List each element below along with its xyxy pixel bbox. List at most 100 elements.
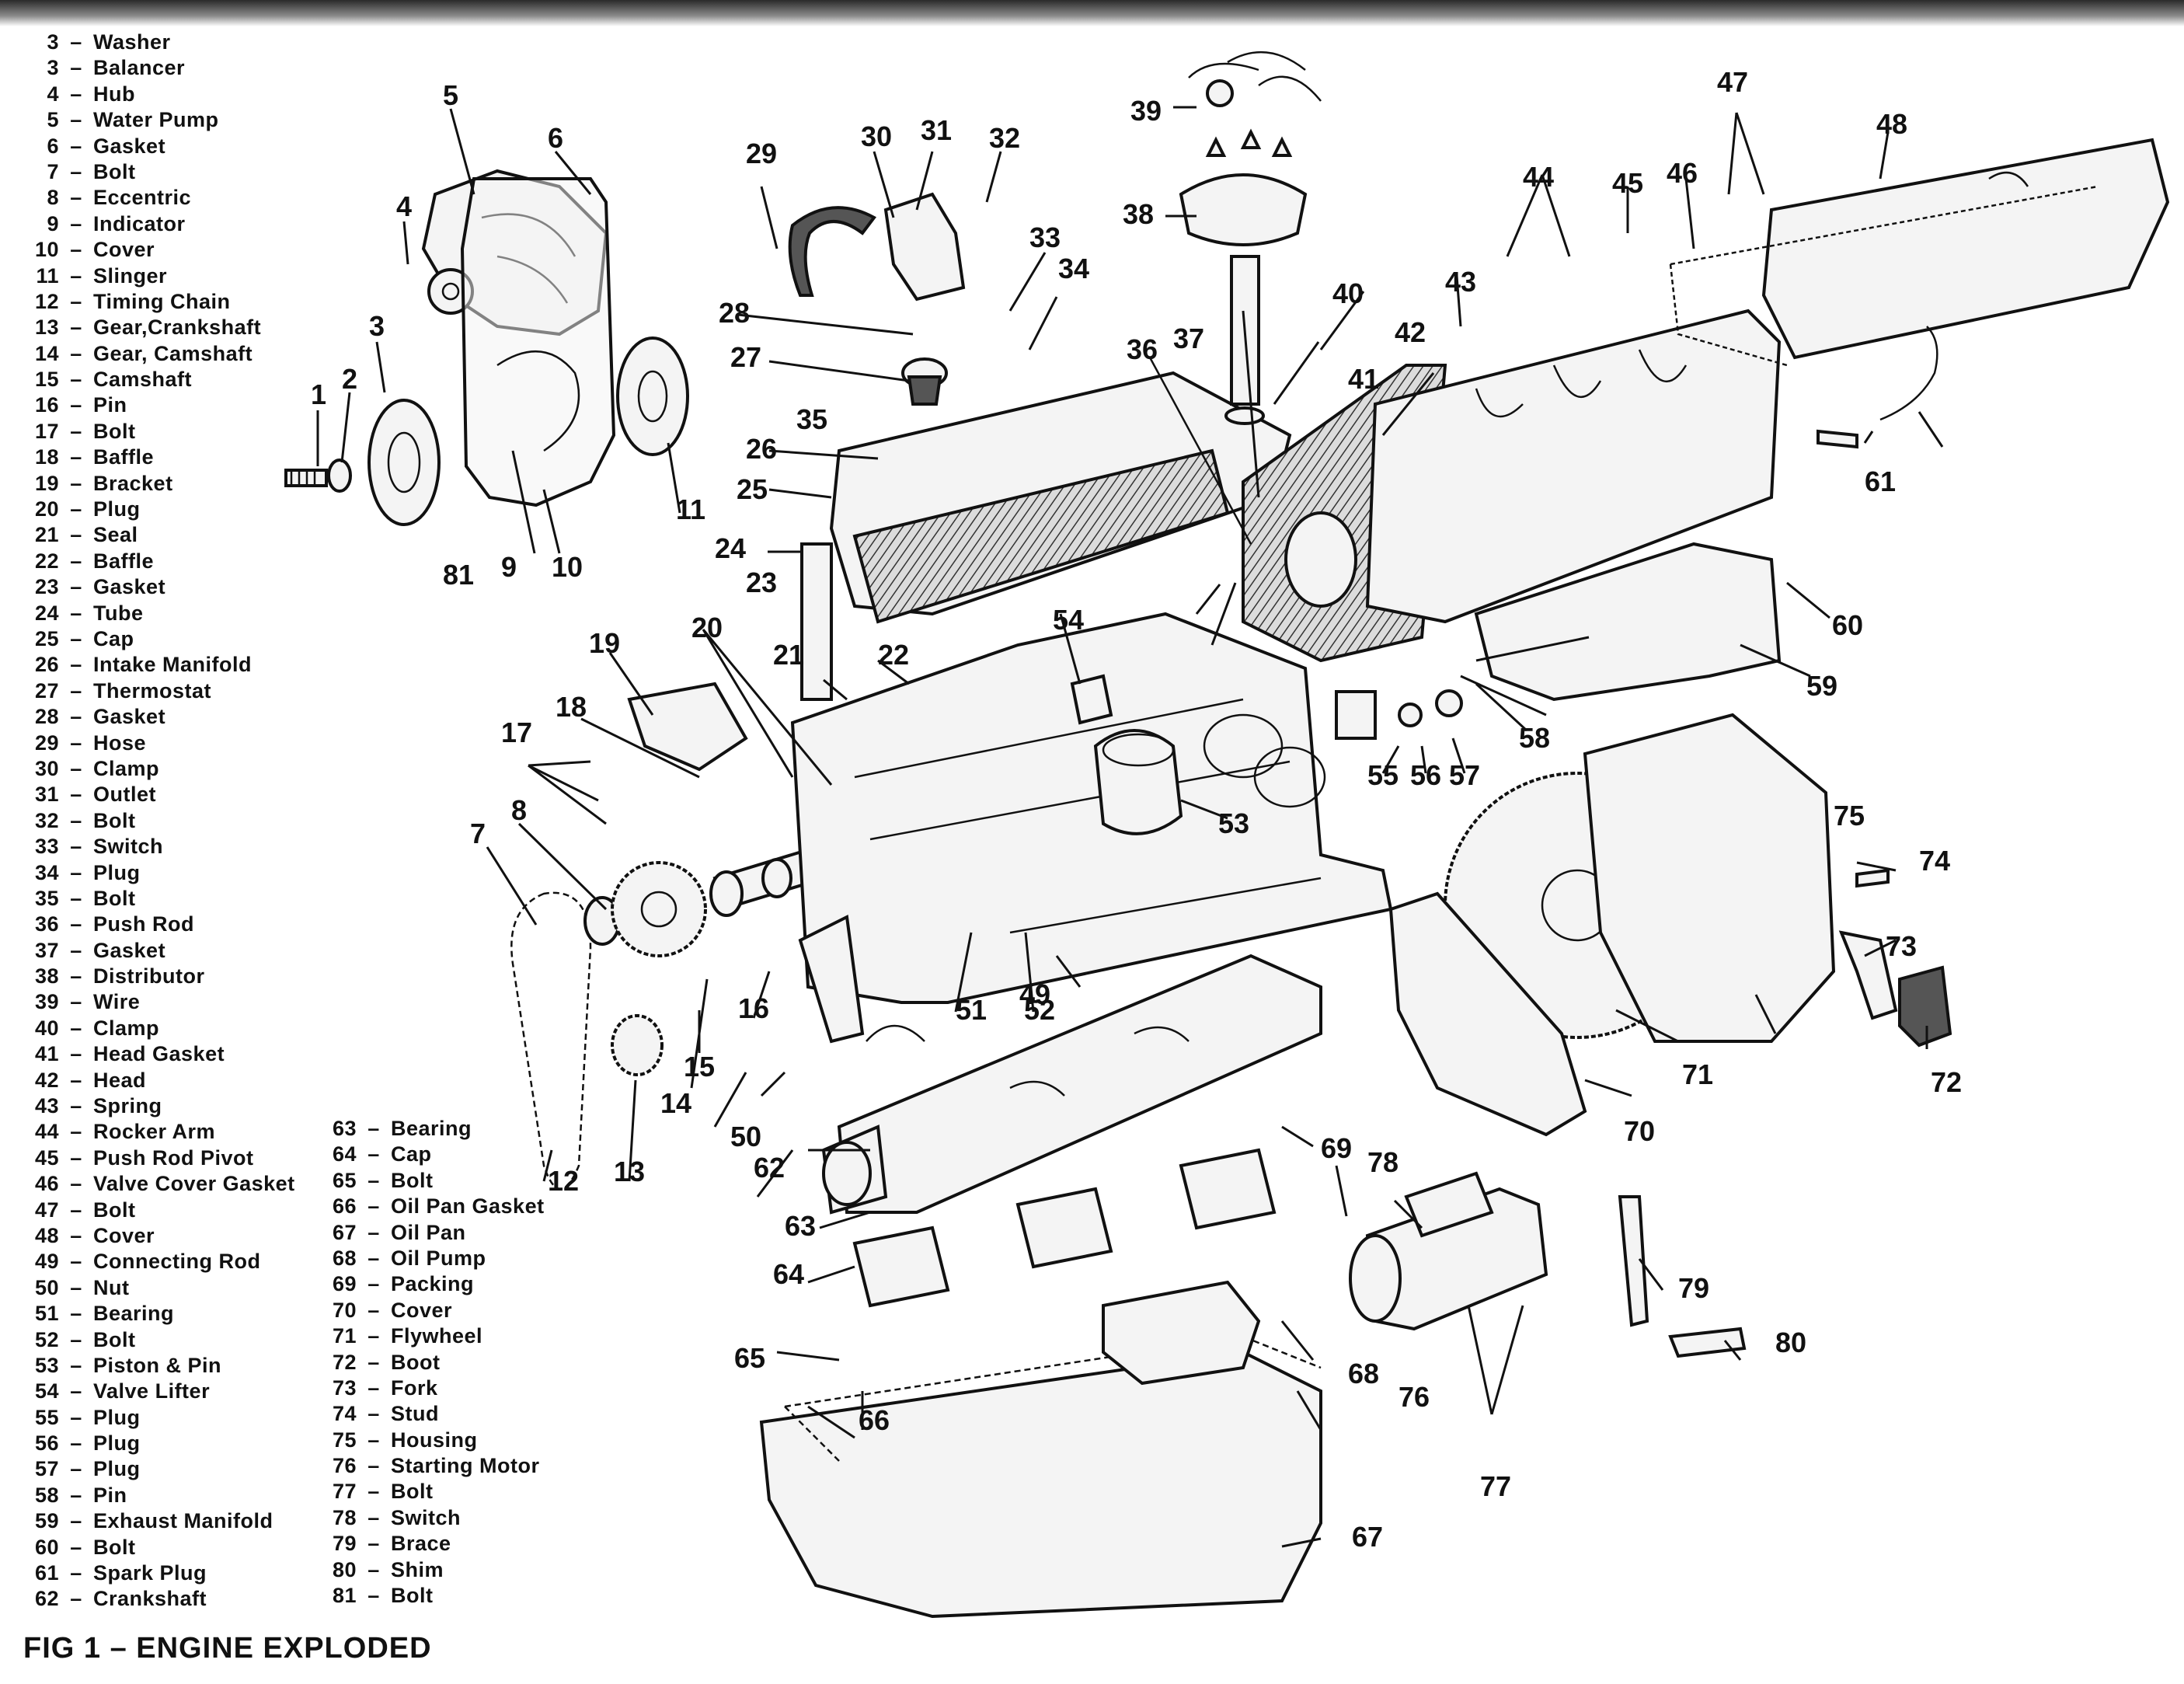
- legend-number: 61: [34, 1561, 59, 1585]
- legend-item: 60–Bolt: [8, 1535, 295, 1560]
- callout-3: 3: [369, 310, 385, 342]
- scan-top-shadow: [0, 0, 2184, 26]
- legend-item: 67–Oil Pan: [305, 1220, 545, 1246]
- camshaft-gear-part: [611, 861, 707, 957]
- callout-48: 48: [1876, 108, 1907, 140]
- main-bearing-caps-part: [852, 1148, 1277, 1308]
- legend-number: 27: [34, 678, 59, 703]
- legend-dash: –: [70, 1587, 82, 1611]
- legend-dash: –: [70, 108, 82, 132]
- callout-46: 46: [1667, 157, 1698, 189]
- callout-4: 4: [396, 190, 412, 222]
- legend-part-name: Plug: [93, 497, 141, 521]
- legend-part-name: Plug: [93, 1457, 141, 1481]
- legend-item: 69–Packing: [305, 1271, 545, 1297]
- callout-79: 79: [1678, 1272, 1709, 1304]
- legend-part-name: Plug: [93, 860, 141, 884]
- legend-number: 57: [34, 1457, 59, 1481]
- legend-item: 53–Piston & Pin: [8, 1353, 295, 1379]
- legend-dash: –: [70, 30, 82, 54]
- legend-part-name: Bolt: [93, 808, 136, 832]
- legend-dash: –: [367, 1350, 380, 1374]
- legend-number: 24: [34, 601, 59, 625]
- legend-part-name: Intake Manifold: [93, 653, 253, 677]
- legend-item: 36–Push Rod: [8, 912, 295, 937]
- legend-item: 71–Flywheel: [305, 1323, 545, 1349]
- legend-number: 10: [34, 238, 59, 262]
- legend-item: 6–Gasket: [8, 134, 295, 159]
- legend-part-name: Hose: [93, 730, 147, 755]
- legend-dash: –: [70, 1327, 82, 1351]
- callout-60: 60: [1832, 609, 1863, 641]
- hose-part: [788, 206, 876, 297]
- legend-number: 63: [332, 1117, 357, 1140]
- legend-item: 29–Hose: [8, 730, 295, 756]
- legend-part-name: Push Rod: [93, 912, 194, 936]
- legend-dash: –: [70, 159, 82, 183]
- legend-part-name: Bearing: [391, 1117, 472, 1140]
- legend-dash: –: [70, 835, 82, 859]
- legend-item: 35–Bolt: [8, 886, 295, 912]
- callout-76: 76: [1399, 1381, 1430, 1413]
- callout-38: 38: [1123, 198, 1154, 230]
- legend-part-name: Cover: [391, 1298, 453, 1322]
- callout-27: 27: [730, 341, 761, 373]
- legend-number: 11: [36, 263, 59, 288]
- legend-item: 5–Water Pump: [8, 107, 295, 133]
- callout-34: 34: [1058, 253, 1089, 284]
- legend-dash: –: [70, 1042, 82, 1066]
- figure-caption: FIG 1 – ENGINE EXPLODED: [23, 1632, 432, 1665]
- legend-item: 25–Cap: [8, 626, 295, 652]
- flywheel-cover-part: [1388, 891, 1587, 1137]
- legend-item: 32–Bolt: [8, 808, 295, 834]
- legend-number: 19: [34, 471, 59, 495]
- legend-dash: –: [367, 1142, 380, 1166]
- intake-manifold-part: [829, 371, 1292, 624]
- legend-number: 73: [332, 1375, 357, 1400]
- legend-part-name: Bolt: [93, 886, 136, 910]
- legend-item: 31–Outlet: [8, 782, 295, 807]
- legend-number: 9: [47, 211, 59, 235]
- legend-dash: –: [70, 445, 82, 469]
- legend-number: 68: [332, 1246, 357, 1270]
- callout-8: 8: [511, 794, 527, 826]
- legend-dash: –: [367, 1194, 380, 1219]
- legend-dash: –: [70, 316, 82, 340]
- callout-14: 14: [660, 1087, 691, 1119]
- callout-43: 43: [1445, 266, 1476, 298]
- callout-68: 68: [1348, 1358, 1379, 1389]
- legend-dash: –: [70, 1561, 82, 1585]
- legend-part-name: Hub: [93, 82, 135, 106]
- starting-motor-part: [1349, 1187, 1548, 1331]
- legend-part-name: Cover: [93, 1223, 155, 1247]
- legend-dash: –: [70, 1457, 82, 1481]
- legend-number: 80: [332, 1557, 357, 1581]
- plugs-group: [1335, 689, 1463, 740]
- leader-lines: [316, 106, 1944, 1548]
- legend-item: 3–Washer: [8, 30, 295, 55]
- legend-item: 16–Pin: [8, 392, 295, 418]
- legend-part-name: Fork: [391, 1375, 438, 1400]
- callout-10: 10: [552, 551, 583, 583]
- legend-dash: –: [367, 1117, 380, 1140]
- crankshaft-gear-part: [611, 1014, 664, 1076]
- legend-part-name: Seal: [93, 523, 138, 547]
- legend-part-name: Switch: [391, 1505, 462, 1529]
- callout-17: 17: [501, 716, 532, 748]
- legend-part-name: Bolt: [93, 1327, 136, 1351]
- legend-part-name: Spark Plug: [93, 1561, 207, 1585]
- legend-part-name: Bolt: [93, 1535, 136, 1559]
- legend-number: 18: [34, 445, 59, 469]
- push-rod-part: [1148, 357, 1252, 545]
- legend-item: 40–Clamp: [8, 1016, 295, 1041]
- exhaust-manifold-part: [1474, 542, 1782, 702]
- legend-number: 76: [332, 1454, 357, 1478]
- valve-cover-part: [1761, 138, 2170, 360]
- callout-33: 33: [1029, 221, 1061, 253]
- legend-number: 74: [332, 1402, 357, 1426]
- legend-dash: –: [70, 263, 82, 288]
- legend-item: 19–Bracket: [8, 471, 295, 497]
- legend-part-name: Gear, Camshaft: [93, 341, 253, 365]
- legend-part-name: Bolt: [93, 159, 136, 183]
